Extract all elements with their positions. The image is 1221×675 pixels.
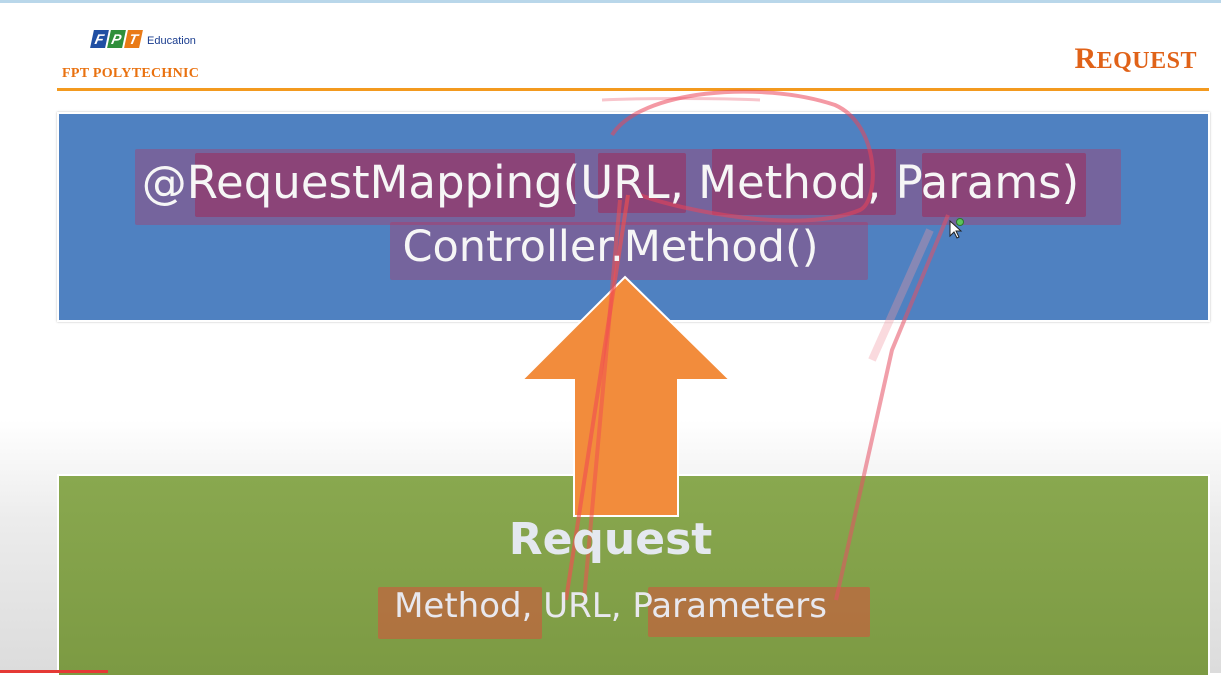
video-progress-bar[interactable] [0, 670, 108, 673]
pen-line-left-1 [564, 194, 630, 601]
header-divider [57, 88, 1209, 91]
controller-method-line: Controller.Method() [402, 222, 819, 272]
highlight-annotation [195, 153, 575, 217]
highlight-line2 [390, 222, 868, 280]
pen-loop-top [610, 89, 875, 223]
pen-line-right [834, 214, 950, 601]
up-arrow [519, 275, 733, 517]
request-mapping-line: @RequestMapping(URL, Method, Params) [141, 156, 1080, 209]
highlight-params [922, 153, 1086, 217]
highlight-method-param [378, 587, 542, 639]
highlight-parameters [648, 587, 870, 637]
highlight-line1 [135, 149, 1121, 225]
school-name: FPT POLYTECHNIC [62, 66, 200, 81]
logo-subtitle: Education [147, 35, 196, 47]
pen-line-left-2 [582, 199, 622, 601]
mouse-cursor-icon [949, 218, 964, 239]
pen-line-right-faint [868, 228, 934, 362]
top-border [0, 0, 1221, 3]
request-label: Request [508, 514, 713, 565]
request-components: Method, URL, Parameters [394, 586, 827, 626]
slide-title: REQUEST [1074, 42, 1197, 75]
pen-stroke-top [601, 97, 761, 102]
